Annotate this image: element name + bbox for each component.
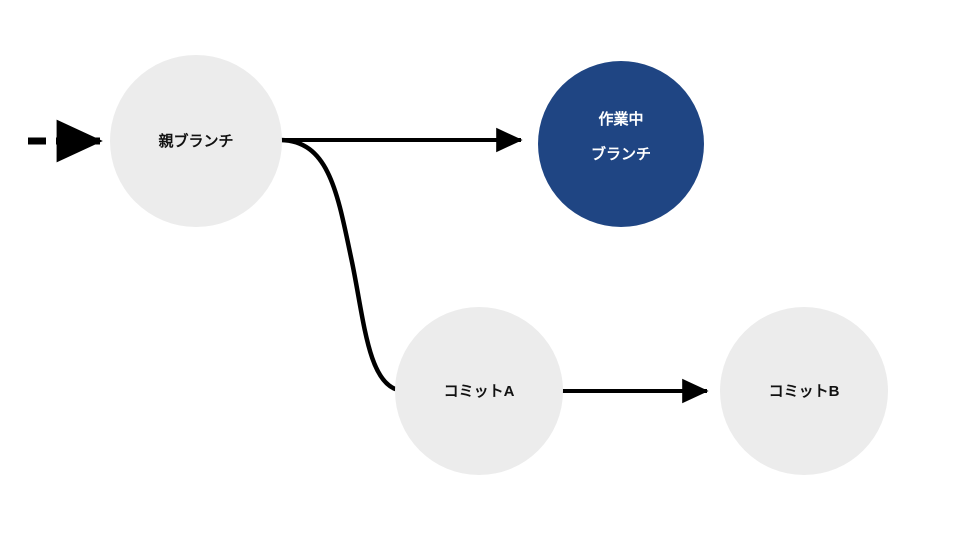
node-commit-b-circle[interactable] <box>720 307 888 475</box>
node-parent-branch[interactable]: 親ブランチ <box>110 55 282 227</box>
node-commit-b[interactable]: コミットB <box>720 307 888 475</box>
node-working-branch-circle[interactable] <box>538 61 704 227</box>
node-parent-branch-circle[interactable] <box>110 55 282 227</box>
node-commit-a[interactable]: コミットA <box>395 307 563 475</box>
node-working-branch[interactable]: 作業中 ブランチ <box>538 61 704 227</box>
node-commit-a-circle[interactable] <box>395 307 563 475</box>
edge-parent-to-commit-a <box>278 137 401 393</box>
edge-parent-to-commit-a-path <box>278 137 401 393</box>
